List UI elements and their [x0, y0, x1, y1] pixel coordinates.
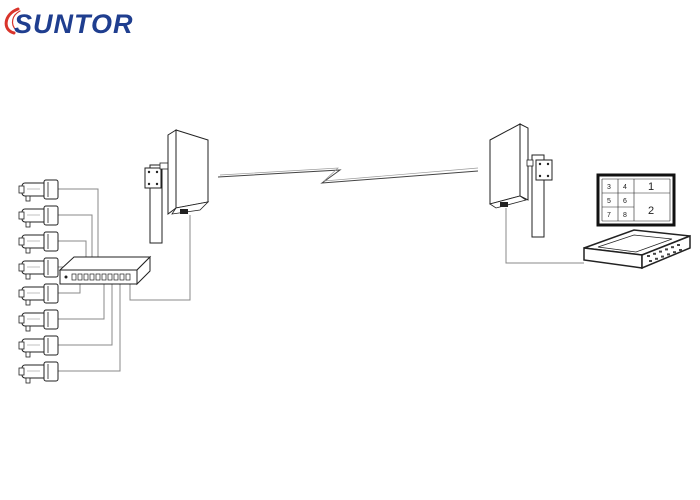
- poe-switch: [58, 255, 152, 286]
- nvr-indicator: [677, 244, 680, 246]
- monitor-cell-labels: 3 4 5 6 7 8 1 2: [607, 181, 654, 219]
- switch-port: [101, 273, 107, 281]
- nvr-front-indicators: [647, 244, 682, 262]
- wireless-link: [217, 167, 479, 184]
- switch-power-led: [64, 275, 68, 279]
- right-cpe-to-nvr-wire: [505, 208, 584, 264]
- wireless-link-bolt-shadow-icon: [219, 167, 479, 182]
- switch-ports: [64, 273, 131, 281]
- ip-camera-icon: [18, 257, 59, 280]
- monitor-cell-label: 8: [623, 212, 627, 219]
- switch-port: [113, 273, 119, 281]
- switch-port: [77, 273, 83, 281]
- wiring: [56, 188, 584, 372]
- right-pole: [526, 154, 553, 238]
- cam-wire-2: [56, 214, 93, 272]
- nvr-indicator: [655, 257, 658, 260]
- nvr-indicator: [647, 255, 650, 257]
- brand-logo: SUNTOR: [4, 7, 134, 39]
- nvr-indicator: [653, 252, 656, 255]
- switch-port: [107, 273, 113, 281]
- ip-camera-icon: [18, 309, 59, 332]
- ip-camera-icon: [18, 361, 59, 384]
- nvr-indicator: [673, 251, 676, 254]
- switch-port: [71, 273, 77, 281]
- switch-port: [95, 273, 101, 281]
- switch-port: [83, 273, 89, 281]
- nvr-indicator: [665, 248, 668, 251]
- cam-wire-1: [56, 188, 99, 272]
- switch-port: [119, 273, 125, 281]
- wireless-link-bolt-icon: [217, 169, 479, 184]
- nvr-recorder: [583, 229, 691, 270]
- nvr-indicator: [667, 253, 670, 256]
- nvr-indicator: [679, 249, 682, 251]
- camera-group: [18, 179, 59, 384]
- monitor-cell-label-large: 1: [648, 181, 654, 193]
- monitor-cell-label: 7: [607, 212, 611, 219]
- cam-wire-5: [56, 283, 81, 294]
- left-pole: [144, 162, 169, 244]
- cam-wire-8: [56, 283, 121, 372]
- switch-port: [125, 273, 131, 281]
- nvr-indicator: [649, 260, 652, 262]
- cam-wire-6: [56, 283, 105, 320]
- ip-camera-icon: [18, 335, 59, 358]
- cam-wire-7: [56, 283, 113, 346]
- right-cpe-antenna: [489, 123, 529, 209]
- nvr-indicator: [659, 250, 662, 253]
- nvr-indicator: [671, 246, 674, 249]
- monitor-cell-label: 3: [607, 184, 611, 191]
- logo-text: SUNTOR: [14, 9, 134, 39]
- ip-camera-icon: [18, 283, 59, 306]
- logo-swoosh-accent-icon: [11, 10, 21, 31]
- ip-camera-icon: [18, 205, 59, 228]
- logo-swoosh-icon: [4, 7, 20, 35]
- ip-camera-icon: [18, 179, 59, 202]
- left-cpe-antenna: [167, 129, 210, 215]
- monitor-cell-label: 6: [623, 198, 627, 205]
- monitor-cell-label-large: 2: [648, 205, 654, 217]
- switch-port: [89, 273, 95, 281]
- switch-to-left-cpe-wire: [129, 215, 191, 301]
- monitor: 3 4 5 6 7 8 1 2: [596, 173, 676, 227]
- nvr-indicator: [661, 255, 664, 258]
- monitor-cell-label: 5: [607, 198, 611, 205]
- ip-camera-icon: [18, 231, 59, 254]
- monitor-cell-label: 4: [623, 184, 627, 191]
